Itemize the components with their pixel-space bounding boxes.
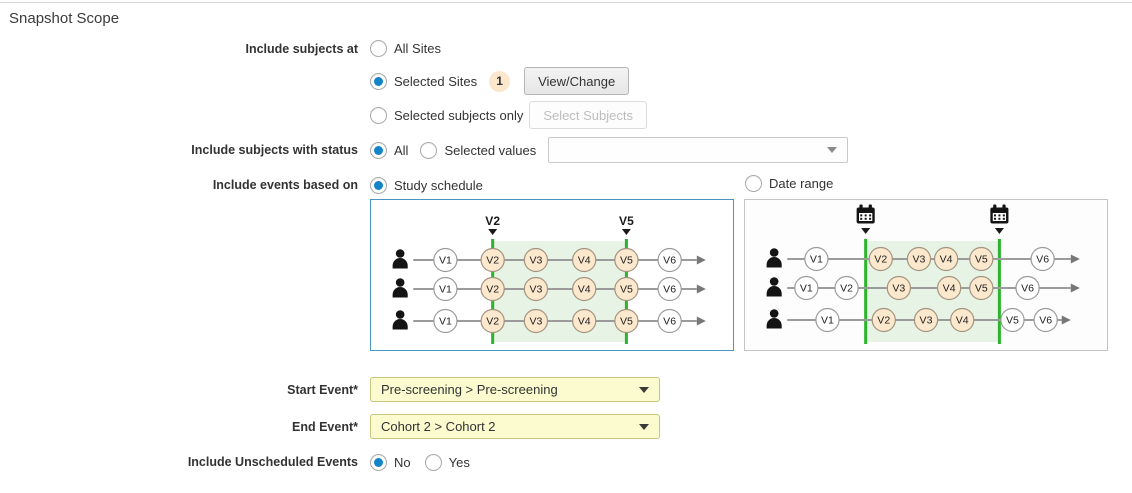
svg-text:V4: V4 xyxy=(940,254,953,266)
svg-text:V3: V3 xyxy=(529,255,542,267)
svg-text:V1: V1 xyxy=(439,316,452,328)
unscheduled-yes-option: Yes xyxy=(424,453,470,471)
svg-text:V1: V1 xyxy=(439,255,452,267)
selected-subjects-only-label: Selected subjects only xyxy=(394,107,524,123)
start-event-row: Start Event* Pre-screening > Pre-screeni… xyxy=(0,377,1132,402)
unscheduled-no-option: No xyxy=(370,453,411,471)
svg-text:V4: V4 xyxy=(943,283,956,295)
svg-text:V4: V4 xyxy=(956,315,969,327)
end-event-value: Cohort 2 > Cohort 2 xyxy=(381,419,496,434)
chevron-down-icon xyxy=(827,147,838,153)
status-values-dropdown[interactable] xyxy=(548,137,849,163)
study-schedule-label: Study schedule xyxy=(394,177,483,193)
status-selected-values-radio[interactable] xyxy=(420,141,438,159)
status-selected-values-option: Selected values xyxy=(420,141,537,159)
include-events-row: Include events based on Study schedule D… xyxy=(0,175,1132,195)
date-range-option: Date range xyxy=(745,175,833,192)
svg-text:V6: V6 xyxy=(663,255,676,267)
svg-text:V6: V6 xyxy=(1021,283,1034,295)
svg-text:V5: V5 xyxy=(619,214,634,228)
start-event-value: Pre-screening > Pre-screening xyxy=(381,382,558,397)
svg-text:V5: V5 xyxy=(620,284,633,296)
end-event-dropdown[interactable]: Cohort 2 > Cohort 2 xyxy=(370,414,660,439)
svg-text:V5: V5 xyxy=(620,316,633,328)
start-event-label: Start Event* xyxy=(287,382,358,397)
end-event-row: End Event* Cohort 2 > Cohort 2 xyxy=(0,414,1132,439)
svg-text:V2: V2 xyxy=(874,254,887,266)
view-change-button[interactable]: View/Change xyxy=(524,67,630,95)
svg-text:V2: V2 xyxy=(877,315,890,327)
unscheduled-yes-radio[interactable] xyxy=(424,453,442,471)
include-subjects-at-row: Include subjects at All Sites Selected S… xyxy=(0,40,1132,129)
svg-text:V3: V3 xyxy=(529,316,542,328)
svg-text:V5: V5 xyxy=(1006,315,1019,327)
svg-text:V2: V2 xyxy=(485,214,500,228)
status-all-option: All xyxy=(370,141,409,159)
svg-text:V3: V3 xyxy=(913,254,926,266)
unscheduled-events-row: Include Unscheduled Events No Yes xyxy=(0,453,1132,471)
selected-sites-count-badge: 1 xyxy=(489,70,511,92)
svg-text:V1: V1 xyxy=(439,284,452,296)
svg-text:V5: V5 xyxy=(975,283,988,295)
svg-text:V5: V5 xyxy=(620,255,633,267)
svg-text:V2: V2 xyxy=(486,316,499,328)
status-all-label: All xyxy=(394,142,409,158)
unscheduled-events-label: Include Unscheduled Events xyxy=(187,455,358,469)
date-range-radio[interactable] xyxy=(745,175,762,192)
svg-text:V4: V4 xyxy=(578,316,591,328)
include-status-row: Include subjects with status All Selecte… xyxy=(0,137,1132,163)
caret-down-icon xyxy=(639,423,649,430)
caret-down-icon xyxy=(639,386,649,393)
top-divider xyxy=(0,0,1132,3)
status-selected-values-label: Selected values xyxy=(444,142,537,158)
page-title: Snapshot Scope xyxy=(9,10,120,27)
include-events-label: Include events based on xyxy=(212,178,358,192)
svg-text:V6: V6 xyxy=(663,316,676,328)
svg-text:V5: V5 xyxy=(975,254,988,266)
svg-text:V2: V2 xyxy=(840,283,853,295)
unscheduled-no-label: No xyxy=(394,454,411,470)
svg-text:V2: V2 xyxy=(486,284,499,296)
svg-text:V2: V2 xyxy=(486,255,499,267)
study-schedule-radio[interactable] xyxy=(370,176,387,194)
unscheduled-yes-label: Yes xyxy=(448,454,470,470)
end-event-label: End Event* xyxy=(292,419,358,434)
svg-text:V4: V4 xyxy=(578,255,591,267)
status-all-radio[interactable] xyxy=(370,141,387,159)
unscheduled-no-radio[interactable] xyxy=(370,453,387,471)
include-subjects-at-label: Include subjects at xyxy=(245,42,358,56)
selected-sites-option: Selected Sites 1 View/Change xyxy=(370,67,647,95)
selected-subjects-only-radio[interactable] xyxy=(370,106,387,124)
all-sites-label: All Sites xyxy=(394,41,441,56)
include-status-label: Include subjects with status xyxy=(191,143,358,157)
all-sites-radio[interactable] xyxy=(370,40,387,57)
svg-text:V1: V1 xyxy=(810,254,823,266)
svg-text:V6: V6 xyxy=(1039,315,1052,327)
svg-text:V1: V1 xyxy=(800,283,813,295)
svg-text:V3: V3 xyxy=(892,283,905,295)
selected-sites-radio[interactable] xyxy=(370,72,387,90)
date-range-label: Date range xyxy=(769,176,834,191)
selected-subjects-only-option: Selected subjects only Select Subjects xyxy=(370,101,647,129)
select-subjects-button[interactable]: Select Subjects xyxy=(529,101,647,129)
svg-text:V6: V6 xyxy=(1036,254,1049,266)
start-event-dropdown[interactable]: Pre-screening > Pre-screening xyxy=(370,377,660,402)
svg-text:V3: V3 xyxy=(529,284,542,296)
all-sites-option: All Sites xyxy=(370,40,647,57)
study-schedule-option: Study schedule xyxy=(370,176,483,194)
svg-text:V4: V4 xyxy=(578,284,591,296)
svg-text:V6: V6 xyxy=(663,284,676,296)
svg-text:V3: V3 xyxy=(920,315,933,327)
selected-sites-label: Selected Sites xyxy=(394,73,478,89)
svg-text:V1: V1 xyxy=(821,315,834,327)
